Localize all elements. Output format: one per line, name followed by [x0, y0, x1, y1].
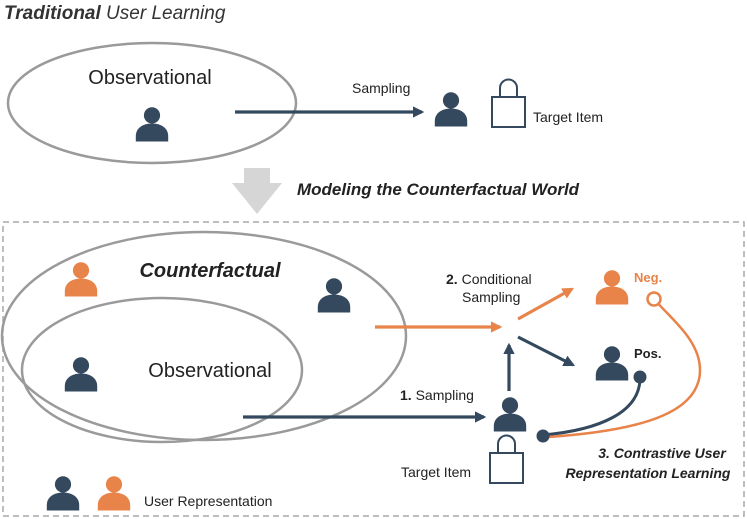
- top-title: Traditional User Learning: [4, 3, 226, 24]
- bottom-observational-label: Observational: [148, 360, 271, 382]
- neg-label: Neg.: [634, 270, 662, 285]
- legend-label: User Representation: [144, 493, 272, 509]
- top-sampling-label: Sampling: [352, 80, 410, 96]
- top-sampled-user-icon: [434, 92, 468, 127]
- counterfactual-label: Counterfactual: [139, 260, 281, 282]
- top-target-item-label: Target Item: [533, 109, 603, 125]
- bottom-observational-ellipse: [20, 296, 304, 444]
- step2-label: 2. Conditional: [446, 271, 532, 287]
- step1-number: 1.: [400, 387, 412, 403]
- pos-anchor-dot: [633, 370, 647, 384]
- transition-label: Modeling the Counterfactual World: [297, 180, 580, 199]
- legend-user-navy-icon: [46, 476, 80, 511]
- top-title-rest: User Learning: [101, 3, 226, 24]
- sampled-user-icon: [493, 397, 527, 432]
- bottom-shopping-bag-icon: [489, 434, 524, 484]
- counterfactual-user-navy-icon: [317, 278, 351, 313]
- top-title-bold: Traditional: [4, 3, 101, 24]
- top-user-icon: [135, 107, 169, 142]
- top-observational-ellipse: [6, 41, 298, 165]
- step1-text: Sampling: [412, 387, 474, 403]
- pos-label: Pos.: [634, 346, 661, 361]
- counterfactual-panel: [2, 221, 745, 517]
- step2-line2: Sampling: [462, 289, 520, 305]
- step3-line2: Representation Learning: [566, 465, 731, 481]
- junction-to-pos-arrow: [517, 335, 576, 367]
- user-anchor-dot: [536, 429, 550, 443]
- pos-user-icon: [595, 346, 629, 381]
- bottom-target-item-label: Target Item: [401, 464, 471, 480]
- observational-user-icon: [64, 357, 98, 392]
- step2-line1: Conditional: [458, 271, 532, 287]
- step3-line1: 3. Contrastive User: [598, 445, 727, 461]
- step2-number: 2.: [446, 271, 458, 287]
- top-observational-label: Observational: [88, 67, 211, 89]
- neg-user-icon: [595, 270, 629, 305]
- down-arrow-icon: [232, 168, 282, 214]
- neg-anchor-dot: [646, 291, 662, 307]
- step1-label: 1. Sampling: [400, 387, 474, 403]
- junction-to-neg-arrow: [517, 287, 575, 321]
- contrastive-pos-curve: [542, 377, 642, 437]
- contrastive-neg-curve: [547, 299, 702, 439]
- counterfactual-user-orange-icon: [64, 262, 98, 297]
- top-shopping-bag-icon: [491, 78, 526, 128]
- legend-user-orange-icon: [97, 476, 131, 511]
